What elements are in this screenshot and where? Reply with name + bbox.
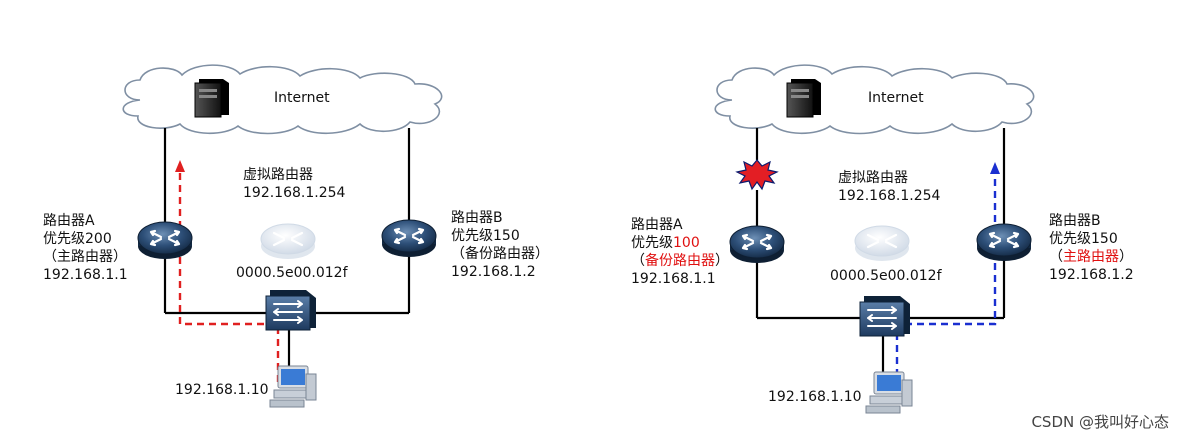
switch-icon — [265, 289, 317, 331]
router-b-name: 路由器B — [451, 210, 503, 226]
router-icon-a — [728, 224, 786, 265]
virtual-router-ip: 192.168.1.254 — [838, 188, 941, 204]
router-icon-b — [975, 222, 1033, 263]
router-b-ip: 192.168.1.2 — [451, 264, 536, 280]
virtual-router-title: 虚拟路由器 — [838, 170, 908, 186]
link-lines — [755, 128, 1006, 372]
link-lines — [163, 128, 411, 366]
virtual-router-icon — [853, 224, 911, 263]
pc-icon — [269, 365, 317, 408]
router-b-role: （主路由器） — [1049, 249, 1133, 265]
router-icon-b — [380, 218, 438, 259]
server-icon — [194, 78, 230, 118]
router-a-role: （主路由器） — [43, 249, 127, 265]
virtual-mac: 0000.5e00.012f — [830, 268, 942, 284]
router-a-priority: 优先级100 — [631, 235, 700, 251]
router-b-priority: 优先级150 — [1049, 231, 1118, 247]
left-diagram — [122, 64, 443, 408]
virtual-router-title: 虚拟路由器 — [243, 167, 313, 183]
pc-icon — [865, 371, 913, 414]
host-ip: 192.168.1.10 — [768, 389, 862, 405]
arrow-up-icon — [990, 162, 1000, 174]
cloud-label: Internet — [274, 90, 330, 106]
cloud-label: Internet — [868, 90, 924, 106]
server-icon — [786, 78, 822, 118]
router-b-name: 路由器B — [1049, 213, 1101, 229]
right-diagram — [714, 64, 1035, 414]
watermark: CSDN @我叫好心态 — [1031, 413, 1169, 431]
router-b-ip: 192.168.1.2 — [1049, 267, 1134, 283]
router-a-ip: 192.168.1.1 — [631, 271, 716, 287]
traffic-path-blue — [895, 172, 997, 388]
virtual-mac: 0000.5e00.012f — [236, 265, 348, 281]
switch-icon — [859, 295, 911, 337]
router-icon-a — [136, 220, 194, 261]
router-a-ip: 192.168.1.1 — [43, 267, 128, 283]
fault-burst-icon — [735, 159, 779, 191]
router-a-priority: 优先级200 — [43, 231, 112, 247]
host-ip: 192.168.1.10 — [175, 382, 269, 398]
router-a-name: 路由器A — [43, 213, 95, 229]
virtual-router-icon — [259, 222, 317, 261]
router-b-role: （备份路由器） — [451, 246, 549, 262]
arrow-up-icon — [175, 160, 185, 172]
router-a-name: 路由器A — [631, 217, 683, 233]
router-a-role: （备份路由器） — [631, 253, 729, 269]
router-b-priority: 优先级150 — [451, 228, 520, 244]
virtual-router-ip: 192.168.1.254 — [243, 185, 346, 201]
